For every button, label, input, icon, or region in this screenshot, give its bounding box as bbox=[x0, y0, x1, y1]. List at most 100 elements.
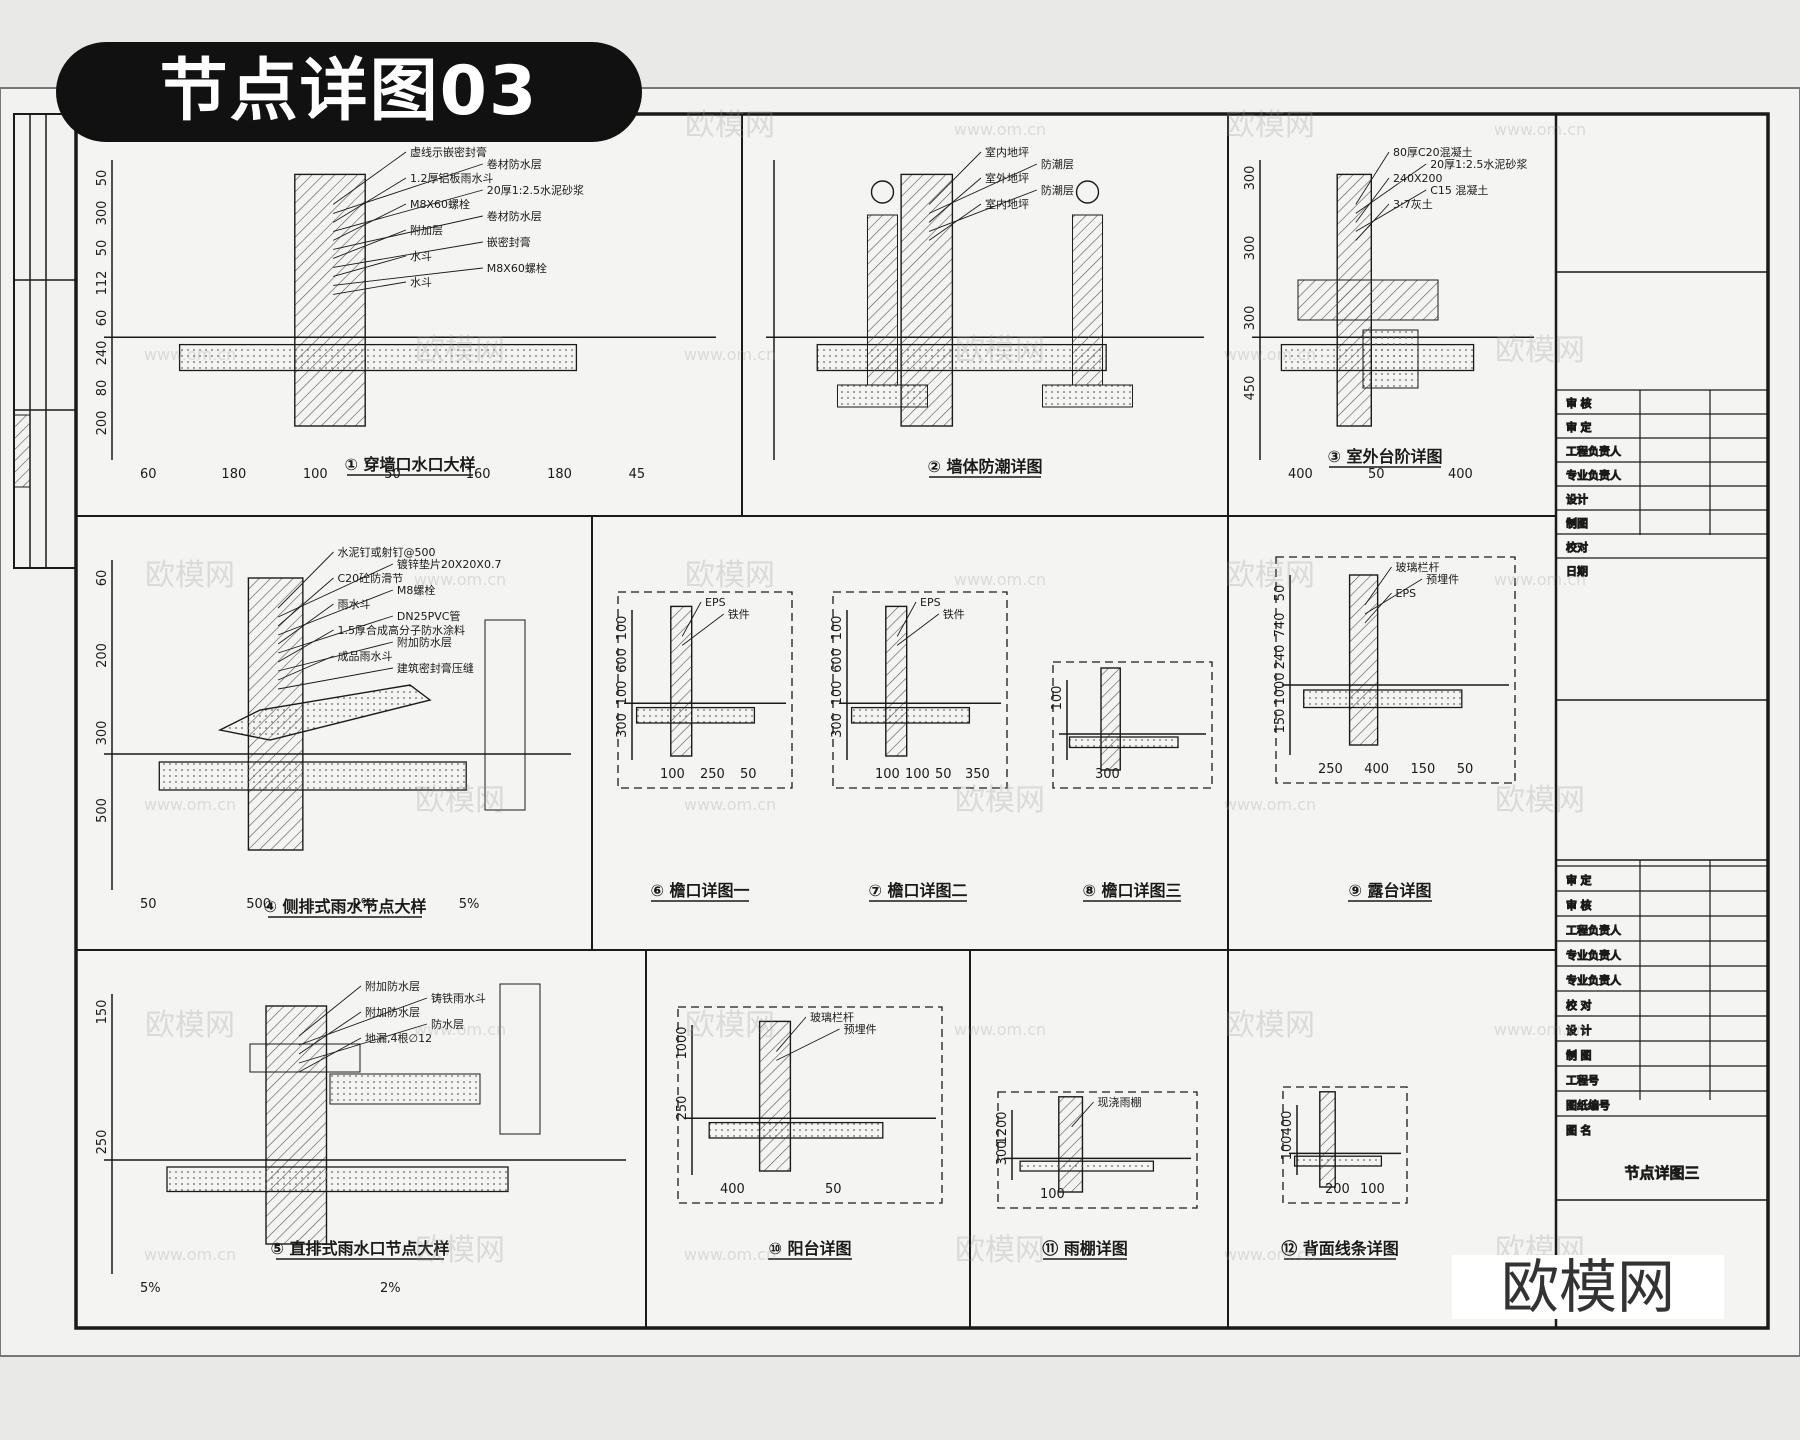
watermark-text: www.om.cn bbox=[1494, 1020, 1586, 1039]
wall-section bbox=[758, 1020, 792, 1172]
annotation-text: 地漏,4根∅12 bbox=[365, 1031, 432, 1045]
leader-line bbox=[1355, 151, 1390, 205]
slab-section bbox=[178, 343, 578, 372]
leader-line bbox=[928, 163, 1038, 214]
leader-line bbox=[277, 603, 334, 645]
leader-line bbox=[1355, 203, 1390, 241]
watermark-text: www.om.cn bbox=[954, 120, 1046, 139]
dimension-label: 100 bbox=[830, 681, 845, 706]
footing-wall bbox=[1072, 214, 1104, 386]
dimension-label: 300 bbox=[995, 1141, 1010, 1166]
annotation-text: 雨水斗 bbox=[338, 598, 371, 611]
watermark-text: www.om.cn bbox=[144, 795, 236, 814]
dimension-label: 250 bbox=[675, 1096, 690, 1121]
title-block-drawing-name: 节点详图三 bbox=[1624, 1164, 1699, 1182]
watermark-text: 欧模网 bbox=[685, 1008, 775, 1043]
title-block-label: 专业负责人 bbox=[1566, 468, 1621, 482]
dimension-label: 100 bbox=[875, 767, 900, 782]
wall-section bbox=[885, 605, 908, 757]
watermark-text: 欧模网 bbox=[1225, 558, 1315, 593]
dimension-label: 2% bbox=[353, 897, 374, 912]
reference-bubble bbox=[1075, 180, 1100, 204]
dimension-label: 50 bbox=[1273, 585, 1288, 602]
slab-section bbox=[158, 761, 467, 791]
watermark-text: 欧模网 bbox=[685, 108, 775, 143]
dimension-label: 300 bbox=[1095, 767, 1120, 782]
title-block-label: 设 计 bbox=[1566, 1024, 1592, 1037]
dimension-label: 500 bbox=[246, 897, 271, 912]
watermark-text: 欧模网 bbox=[1495, 783, 1585, 818]
watermark-text: www.om.cn bbox=[414, 570, 506, 589]
detail-caption: ⑧ 檐口详图三 bbox=[1082, 881, 1181, 900]
detail-caption: ⑦ 檐口详图二 bbox=[868, 881, 967, 900]
annotation-text: DN25PVC管 bbox=[397, 609, 461, 623]
annotation-text: EPS bbox=[1396, 587, 1417, 600]
detail-caption: ⑤ 直排式雨水口节点大样 bbox=[270, 1239, 449, 1258]
dimension-label: 180 bbox=[221, 467, 246, 482]
leader-line bbox=[298, 1011, 362, 1055]
title-block-label: 制图 bbox=[1566, 517, 1588, 530]
annotation-text: 卷材防水层 bbox=[487, 209, 542, 223]
leader-line bbox=[298, 997, 428, 1046]
watermark-text: 欧模网 bbox=[1225, 1008, 1315, 1043]
leader-line bbox=[333, 163, 483, 214]
annotation-text: M8X60螺栓 bbox=[487, 261, 547, 275]
watermark-text: www.om.cn bbox=[684, 345, 776, 364]
slab-section bbox=[816, 343, 1107, 372]
slab-section bbox=[1019, 1160, 1155, 1172]
detail-caption: ⑪ 雨棚详图 bbox=[1042, 1239, 1128, 1258]
dimension-label: 100 bbox=[303, 467, 328, 482]
detail-frame bbox=[1052, 661, 1213, 789]
watermark-text: 欧模网 bbox=[955, 333, 1045, 368]
watermark-text: www.om.cn bbox=[684, 795, 776, 814]
dimension-label: 300 bbox=[1243, 306, 1258, 331]
dimension-label: 50 bbox=[95, 240, 110, 257]
title-block-label: 图纸编号 bbox=[1566, 1098, 1610, 1112]
annotation-text: 虚线示嵌密封膏 bbox=[410, 145, 487, 159]
slab-section bbox=[1068, 736, 1179, 749]
dimension-label: 112 bbox=[95, 271, 110, 296]
annotation-text: 铁件 bbox=[943, 608, 965, 621]
annotation-text: 铁件 bbox=[728, 608, 750, 621]
annotation-text: 嵌密封膏 bbox=[487, 235, 531, 249]
slab-section bbox=[850, 706, 971, 724]
annotation-text: 水泥钉或射钉@500 bbox=[338, 545, 436, 559]
wall-section bbox=[900, 173, 954, 427]
leader-line bbox=[1071, 1101, 1094, 1128]
dimension-label: 5% bbox=[459, 897, 480, 912]
dimension-label: 350 bbox=[965, 767, 990, 782]
dimension-label: 300 bbox=[1243, 236, 1258, 261]
step-block bbox=[1297, 279, 1439, 321]
title-block-label: 工程号 bbox=[1566, 1074, 1599, 1087]
dimension-label: 50 bbox=[935, 767, 952, 782]
annotation-text: 附加防水层 bbox=[397, 635, 452, 649]
leader-line bbox=[681, 613, 725, 646]
detail-caption: ③ 室外台阶详图 bbox=[1327, 447, 1442, 466]
grate bbox=[249, 1043, 361, 1073]
detail-frame bbox=[1282, 1086, 1408, 1204]
title-block-label: 审 核 bbox=[1566, 396, 1592, 410]
dimension-label: 200 bbox=[95, 411, 110, 436]
dimension-label: 250 bbox=[1318, 762, 1343, 777]
leader-line bbox=[277, 629, 334, 663]
leader-line bbox=[928, 151, 982, 205]
leader-line bbox=[776, 1028, 840, 1061]
leader-line bbox=[928, 203, 982, 241]
dimension-label: 50 bbox=[1368, 467, 1385, 482]
dimension-label: 400 bbox=[1288, 467, 1313, 482]
annotation-text: C20砼防滑节 bbox=[338, 571, 404, 585]
annotation-text: 现浇雨棚 bbox=[1098, 1095, 1142, 1109]
annotation-text: 20厚1:2.5水泥砂浆 bbox=[1430, 157, 1527, 171]
leader-line bbox=[333, 267, 483, 286]
slab-section bbox=[635, 706, 756, 724]
watermark-text: www.om.cn bbox=[1494, 570, 1586, 589]
